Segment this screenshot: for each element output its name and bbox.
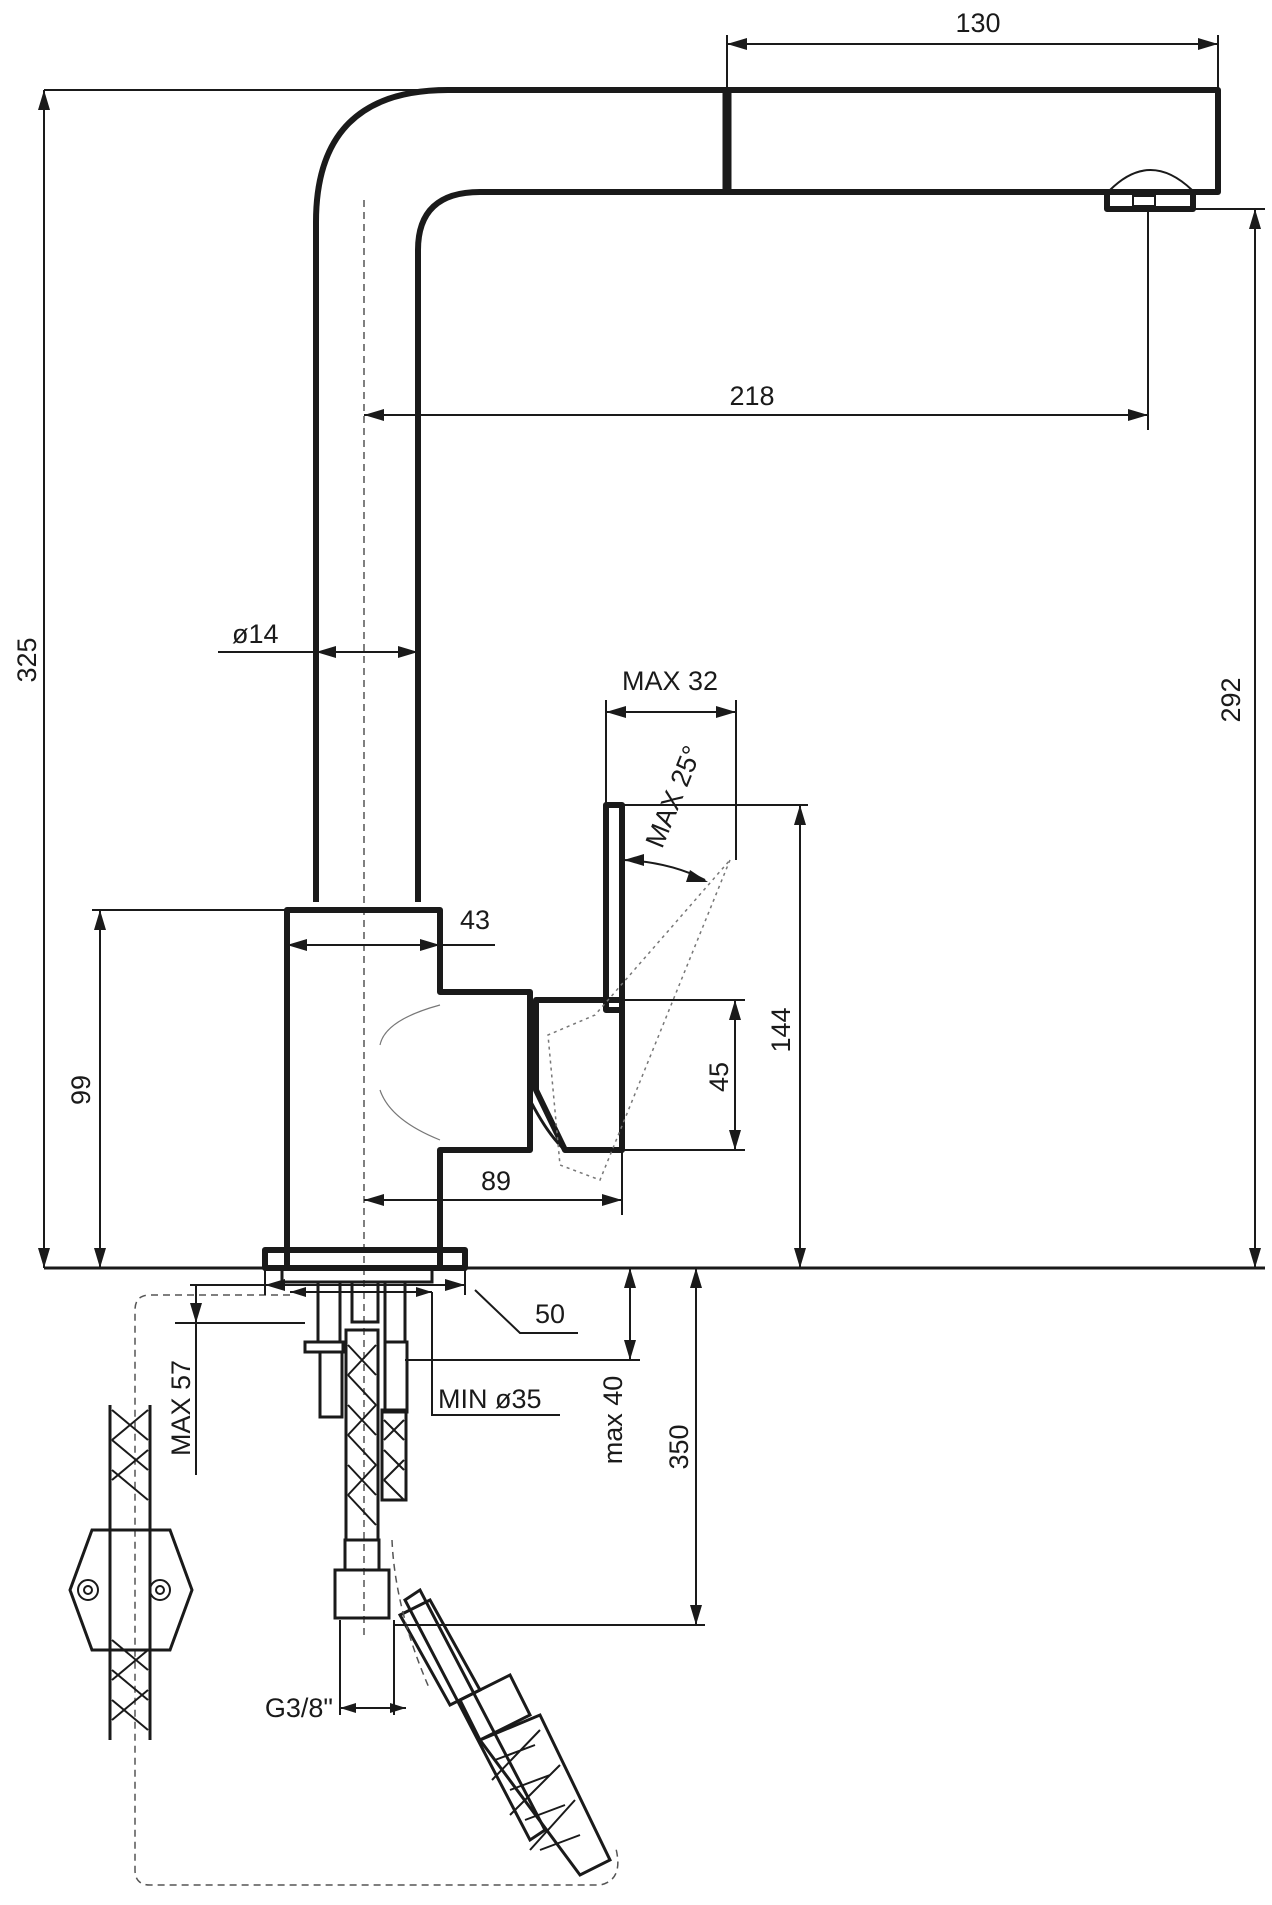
dimension-labels: 130 218 325 292 ø14 MAX 32 MAX 25° 43 14… bbox=[12, 8, 1246, 1723]
dim-thread: G3/8" bbox=[265, 1693, 333, 1723]
dim-pipe-diameter: ø14 bbox=[232, 619, 279, 649]
dim-total-height: 325 bbox=[12, 637, 42, 682]
dim-lever-travel: MAX 32 bbox=[622, 666, 718, 696]
dim-lever-height: 144 bbox=[766, 1007, 796, 1052]
dim-deck-thickness: MAX 57 bbox=[166, 1360, 196, 1456]
dim-outlet-height: 292 bbox=[1216, 677, 1246, 722]
dim-lever-angle: MAX 25° bbox=[640, 741, 708, 851]
dim-hose-length: 350 bbox=[664, 1424, 694, 1469]
dim-spout-reach: 218 bbox=[729, 381, 774, 411]
dim-handle-height: 45 bbox=[704, 1062, 734, 1092]
dim-mount-depth: max 40 bbox=[598, 1376, 628, 1465]
faucet-outline bbox=[44, 87, 1265, 1640]
under-deck-fittings bbox=[68, 1266, 619, 1886]
dim-body-height: 99 bbox=[66, 1075, 96, 1105]
dim-spout-length: 130 bbox=[955, 8, 1000, 38]
dim-base-diameter: 50 bbox=[535, 1299, 565, 1329]
dim-body-width: 43 bbox=[460, 905, 490, 935]
dim-lever-reach: 89 bbox=[481, 1166, 511, 1196]
dimension-lines bbox=[38, 35, 1265, 1715]
dim-hole-diameter: MIN ø35 bbox=[438, 1384, 542, 1414]
